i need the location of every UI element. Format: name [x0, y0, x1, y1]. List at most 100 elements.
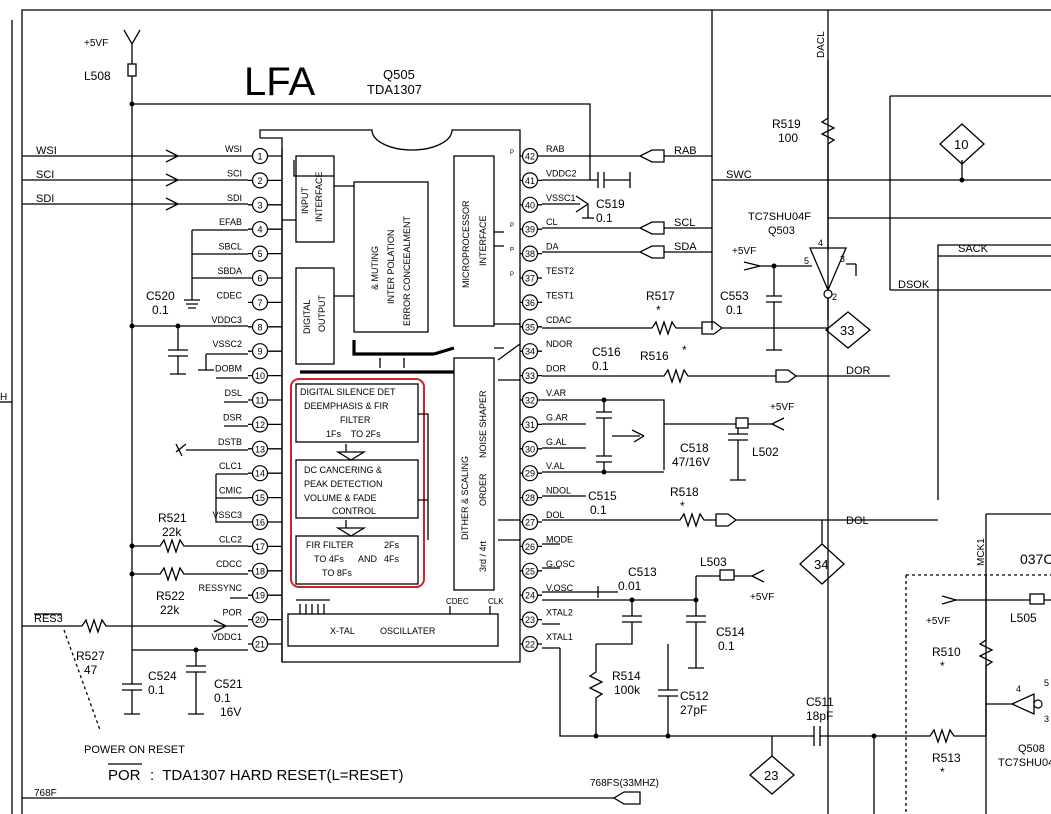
- right-pin: 31G.AR: [520, 412, 569, 433]
- pin-circle: [251, 172, 269, 189]
- pin-number: 28: [525, 493, 535, 503]
- tag-34-text: 34: [814, 557, 828, 572]
- highlight-box: [290, 378, 425, 588]
- dsok-net-label: DSOK: [898, 279, 930, 291]
- c553-label: C553: [720, 289, 749, 303]
- pin-name: G.AL: [546, 437, 567, 447]
- pin-circle: [251, 245, 269, 262]
- dsd-line2: DEEMPHASIS & FIR: [304, 401, 389, 411]
- c521-value: 0.1: [214, 691, 231, 705]
- r518-label: R518: [670, 485, 699, 499]
- c516-label: C516: [592, 345, 621, 359]
- pin-number: 41: [525, 176, 535, 186]
- pin-name: VSSC2: [212, 339, 242, 349]
- right-pin-column: 42RAB41VDDC240VSSC139CL38DA37TEST236TEST…: [510, 144, 577, 653]
- c520-value: 0.1: [152, 303, 169, 317]
- h-net-label: H: [0, 392, 7, 403]
- tag-10-text: 10: [954, 137, 968, 152]
- diamond-tag-33: 33: [824, 311, 872, 349]
- pin-number: 9: [257, 347, 262, 357]
- q508-pin5: 5: [1044, 678, 1049, 688]
- noise-line2: ORDER: [478, 473, 488, 506]
- pin-name: NDOL: [546, 486, 571, 496]
- r517-star: *: [656, 303, 661, 317]
- noise-line1: DITHER & SCALING: [460, 456, 470, 540]
- pin-circle: [521, 367, 539, 384]
- pin-name: TEST1: [546, 290, 574, 300]
- c553-value: 0.1: [726, 303, 743, 317]
- pin-name: SCI: [227, 168, 242, 178]
- pin-p-mark: P: [510, 150, 514, 156]
- pin-number: 1: [257, 152, 262, 162]
- sci-net-label: SCI: [36, 169, 54, 181]
- noise-line4: 3rd / 4rt: [478, 540, 488, 572]
- digital-output-line1: DIGITAL: [302, 300, 312, 334]
- pin-number: 17: [255, 542, 265, 552]
- pin-circle: [251, 562, 269, 579]
- pin-name: WSI: [225, 144, 242, 154]
- r522-value: 22k: [160, 603, 180, 617]
- pin-circle: [521, 221, 539, 238]
- tag-33-text: 33: [840, 323, 854, 338]
- right-pin: 28 NDOL: [520, 486, 571, 506]
- cdec-label: CDEC: [446, 597, 469, 606]
- left-pin: 9 VSSC2: [212, 339, 282, 360]
- input-interface-block: INPUT INTERFACE: [295, 155, 335, 243]
- ic503-part: TC7SHU04F: [748, 211, 811, 223]
- c513-label: C513: [628, 565, 657, 579]
- ic-part: TDA1307: [367, 82, 422, 97]
- pin-name: DOR: [546, 364, 567, 374]
- fir-line6: TO 8Fs: [322, 568, 352, 578]
- dor-net-label: DOR: [846, 365, 871, 377]
- pin-name: DOL: [546, 510, 565, 520]
- pin-circle: [521, 147, 539, 165]
- interpolation-block: & MUTING INTER POLATION ERROR CONCEEALME…: [353, 181, 429, 333]
- noise-line3: NOISE SHAPER: [478, 390, 488, 458]
- page-frame: [11, 9, 1051, 814]
- interp-line1: & MUTING: [370, 246, 380, 290]
- pin-number: 23: [525, 615, 535, 625]
- pin-number: 19: [255, 591, 265, 601]
- pin-circle: [251, 489, 269, 506]
- pin-number: 14: [255, 469, 265, 479]
- pin-circle: [251, 416, 269, 433]
- right-pin: 25G.OSC: [520, 559, 576, 579]
- pin-name: V.AR: [546, 388, 567, 398]
- pin-name: XTAL1: [546, 632, 573, 642]
- pin-circle: [251, 440, 269, 457]
- fir-line5: 4Fs: [384, 554, 400, 564]
- pin-circle: [251, 538, 269, 555]
- dc-line1: DC CANCERING &: [304, 465, 382, 475]
- q508-pin4: 4: [1016, 684, 1021, 694]
- pin-number: 11: [255, 396, 264, 406]
- l505-label: L505: [1010, 611, 1037, 625]
- c511-value: 18pF: [806, 709, 833, 723]
- pin-name: DSTB: [218, 437, 242, 447]
- res3-net-label: RES3: [34, 613, 63, 625]
- pin-number: 25: [525, 566, 535, 576]
- pin-circle: [251, 294, 269, 311]
- ic503-ref: Q503: [768, 225, 795, 237]
- pin-number: 37: [525, 274, 535, 284]
- swc-net-label: SWC: [726, 169, 752, 181]
- pin-name: RESSYNC: [198, 583, 242, 593]
- r514-value: 100k: [614, 683, 641, 697]
- internal-buses: [282, 160, 521, 614]
- pin-circle: [521, 562, 539, 579]
- pin-number: 12: [255, 420, 265, 430]
- pin-name: NDOR: [546, 339, 573, 349]
- vcc-label: +5VF: [84, 38, 108, 49]
- l502-label: L502: [752, 445, 779, 459]
- pin-name: DSR: [223, 412, 243, 422]
